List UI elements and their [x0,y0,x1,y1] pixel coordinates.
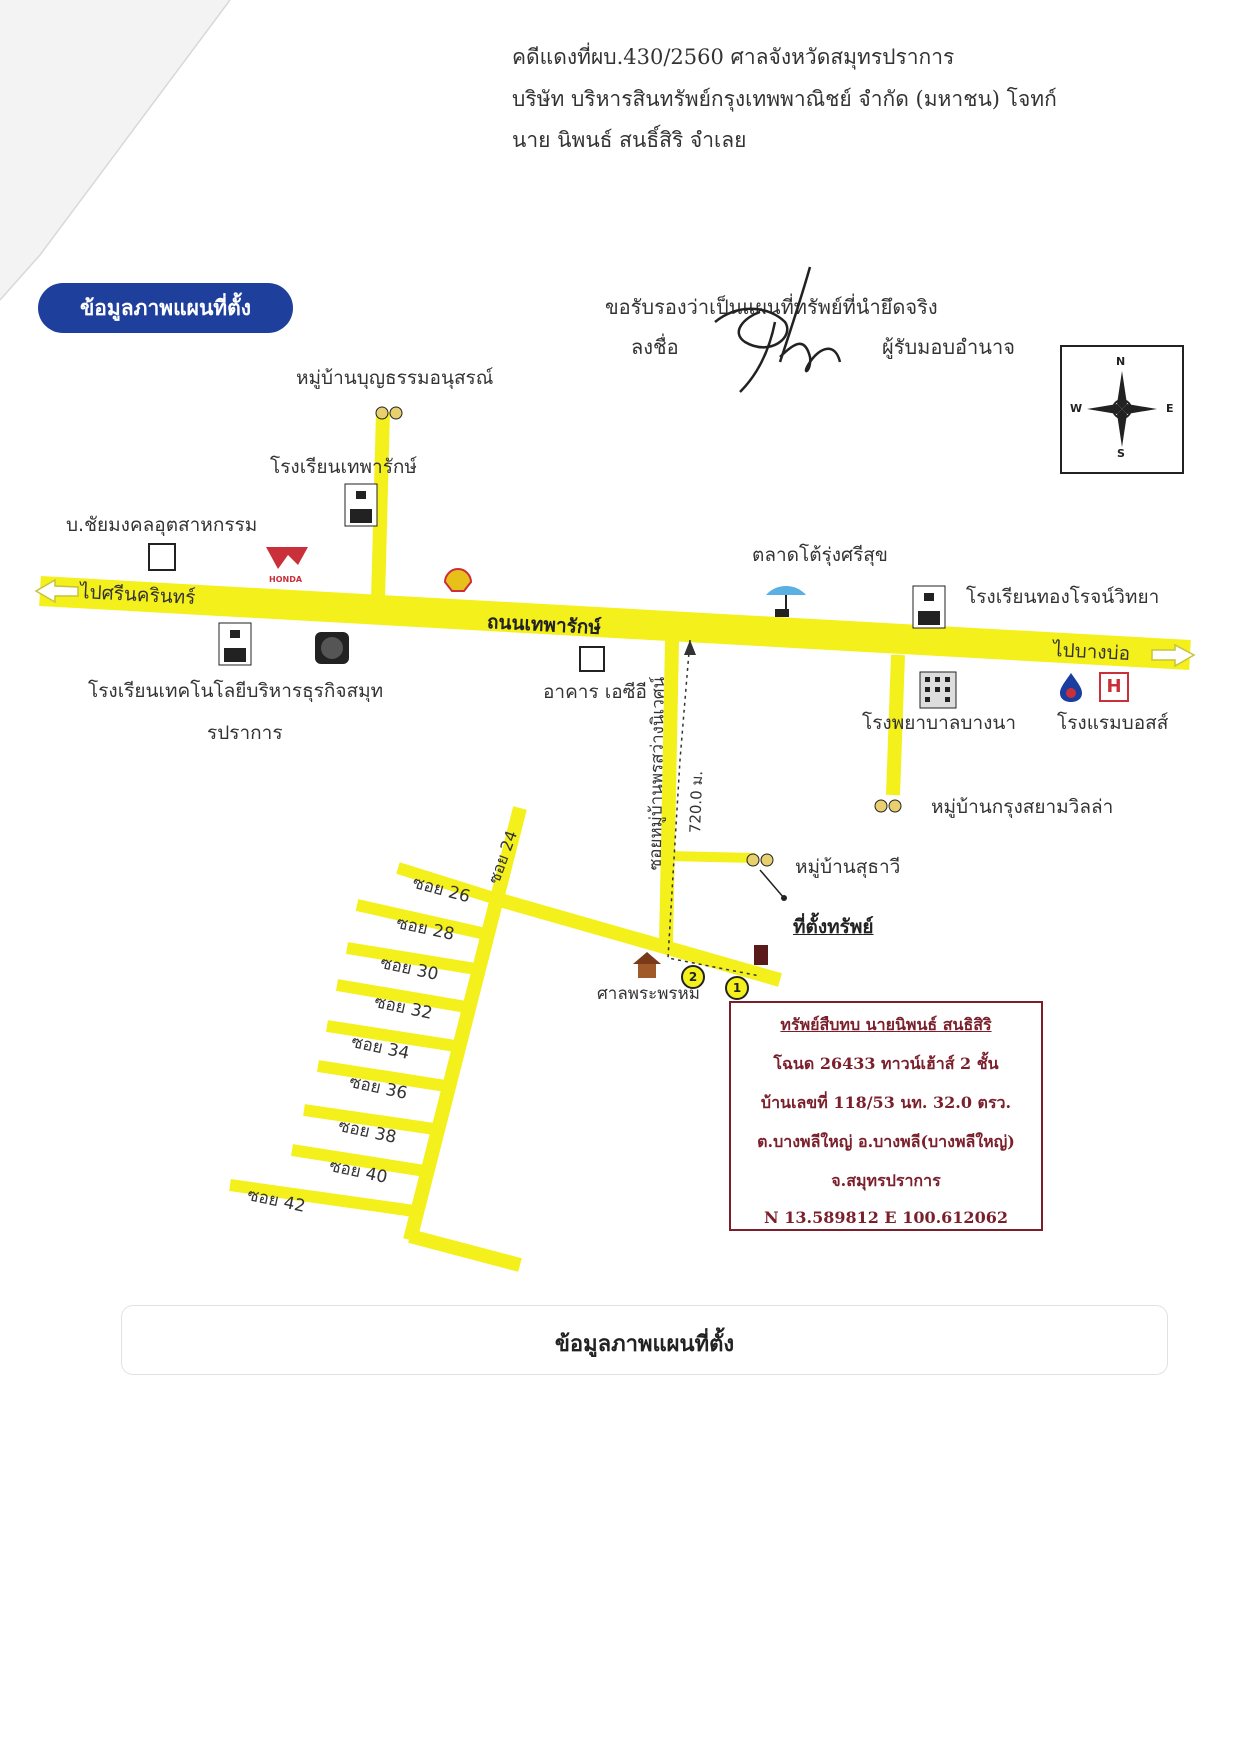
soi-28-road [355,899,492,941]
authorized-role: ผู้รับมอบอำนาจ [882,335,1015,359]
school-flag-icon [218,622,252,666]
building-ac-label: อาคาร เอซีอี [543,681,647,703]
pointer-line [759,869,787,901]
west-arrow-icon [34,578,79,604]
village-boonthamma-label: หมู่บ้านบุญธรรมอนุสรณ์ [296,367,494,389]
hospital-building-icon [919,671,957,709]
infobox-coordinates: N 13.589812 E 100.612062 [764,1208,1008,1227]
village-suthawi-label: หมู่บ้านสุธาวี [795,856,901,878]
hotel-drop-icon [1060,673,1082,702]
footer-title: ข้อมูลภาพแผนที่ตั้ง [554,1332,735,1357]
market-label: ตลาดโต้รุ่งศรีสุข [752,544,888,566]
certification-text: ขอรับรองว่าเป็นแผนที่ทรัพย์ที่นำยึดจริง [605,295,938,319]
shrine-icon [633,952,661,978]
compass-s: S [1117,447,1125,460]
map-title-badge: ข้อมูลภาพแผนที่ตั้ง [38,283,293,333]
hotel-h-icon: H [1099,672,1129,702]
infobox-province: จ.สมุทรปราการ [831,1171,941,1190]
company-icon [148,543,176,571]
handwritten-signature [714,266,842,393]
infobox-subdistrict: ต.บางพลีใหญ่ อ.บางพลี(บางพลีใหญ่) [757,1132,1015,1151]
tech-school-round-icon [315,632,349,664]
soi-36-road [317,1060,453,1093]
to-west-label: ไปศรีนครินทร์ [79,580,197,610]
east-arrow-icon [1151,643,1196,668]
compass-n: N [1116,355,1126,368]
soi-32-road [335,979,474,1014]
compass-e: E [1166,402,1174,415]
infobox-title: ทรัพย์สืบทบ นายนิพนธ์ สนธิสิริ [780,1015,992,1034]
shrine-label: ศาลพระพรหม [597,984,700,1004]
soi-pornsawang [659,639,679,946]
shell-logo-icon [444,567,472,592]
property-info-box: ทรัพย์สืบทบ นายนิพนธ์ สนธิสิริ โฉนด 2643… [729,1001,1043,1231]
chaimongkol-label: บ.ชัยมงคลอุตสาหกรรม [66,514,258,536]
compass-star-icon [1087,371,1157,447]
village-icon [746,853,774,867]
honda-text: HONDA [269,575,303,584]
school-thongrot-label: โรงเรียนทองโรจน์วิทยา [966,586,1160,608]
property-marker-icon [754,945,768,965]
honda-logo-icon [266,547,308,569]
infobox-house-number: บ้านเลขที่ 118/53 นท. 32.0 ตรว. [760,1093,1012,1112]
building-icon [579,646,605,672]
school-tech-label-1: โรงเรียนเทคโนโลยีบริหารธุรกิจสมุท [88,680,384,702]
main-road-label: ถนนเทพารักษ์ [486,611,602,639]
infobox-deed: โฉนด 26433 ทาวน์เฮ้าส์ 2 ชั้น [773,1054,999,1073]
case-number-line: คดีแดงที่ผบ.430/2560 ศาลจังหวัดสมุทรปราก… [512,45,955,69]
distance-arrowhead [684,640,696,655]
distance-label: 720.0 ม. [686,770,707,834]
school-flag-icon [344,483,378,527]
market-umbrella-icon [766,586,806,617]
soi-30-road [346,942,483,976]
village-icon [375,406,403,420]
compass-w: W [1070,402,1083,415]
village-krungsiam-label: หมู่บ้านกรุงสยามวิลล่า [931,796,1114,818]
sign-label: ลงชื่อ [631,335,679,359]
school-flag-icon [912,585,946,629]
plaintiff-line: บริษัท บริหารสินทรัพย์กรุงเทพพาณิชย์ จำก… [512,87,1057,111]
footer-caption-box: ข้อมูลภาพแผนที่ตั้ง [121,1305,1168,1375]
soi-26-road [396,862,502,906]
hospital-label: โรงพยาบาลบางนา [862,712,1017,734]
school-tech-label-2: รปราการ [207,722,283,744]
soi-38-road [303,1104,442,1136]
defendant-line: นาย นิพนธ์ สนธิ์สิริ จำเลย [512,128,747,152]
distance-dotted-line [667,639,761,977]
branch-krungsiam [886,654,905,796]
hotel-label: โรงแรมบอสส์ [1057,712,1169,734]
branch-boonthamma [371,411,390,601]
marker-1: 1 [725,976,749,1000]
road-to-property [498,893,782,987]
main-road [39,576,1191,670]
south-road [408,1229,522,1272]
branch-suthawi [667,851,756,863]
soi-34-road [326,1020,463,1053]
school-theparak-label: โรงเรียนเทพารักษ์ [270,456,417,478]
to-east-label: ไปบางบ่อ [1052,638,1131,666]
marker-2: 2 [681,965,705,989]
soi-40-road [291,1144,432,1178]
compass-rose: N S W E [1060,345,1184,474]
property-location-label: ที่ตั้งทรัพย์ [793,916,874,938]
village-icon [874,799,902,813]
soi-42-road [229,1179,422,1218]
